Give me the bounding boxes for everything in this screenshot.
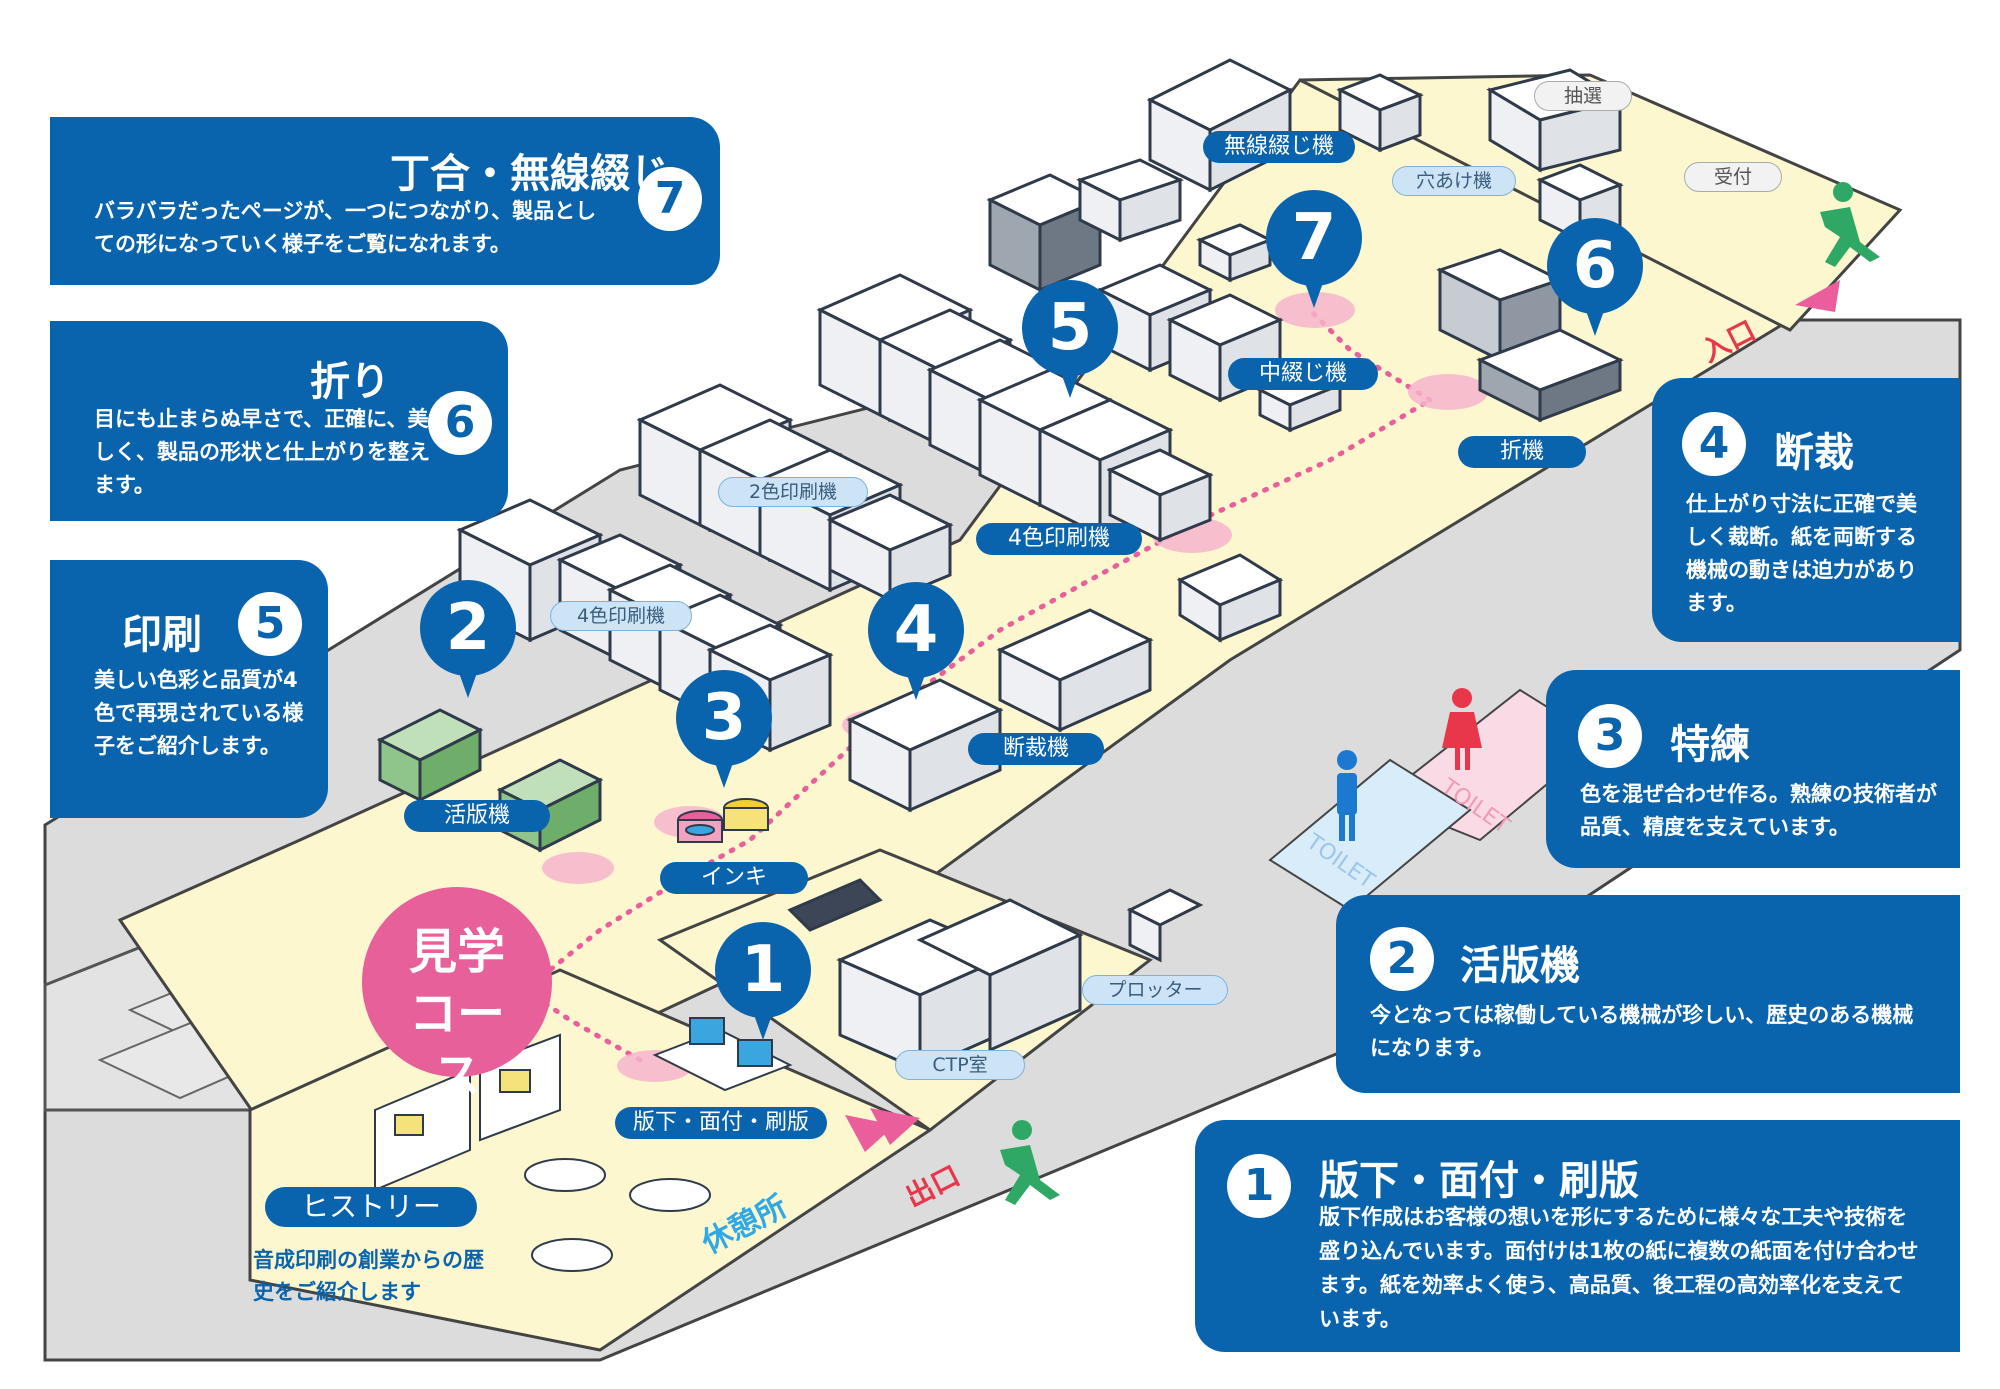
label-binding-machine: 無線綴じ機 [1203,131,1355,163]
label-lottery: 抽選 [1534,81,1632,111]
info-number: 6 [428,391,492,455]
info-title: 版下・面付・刷版 [1319,1158,1639,1204]
label-letterpress: 活版機 [404,800,550,832]
info-title: 活版機 [1460,943,1580,989]
info-title: 断裁 [1774,430,1854,476]
info-box-cutting: 4 断裁 仕上がり寸法に正確で美しく裁断。紙を両断する機械の動きは迫力があります… [1652,378,1960,642]
folding-machine [1436,248,1624,423]
tour-course-badge: 見学コース [362,887,552,1104]
info-text: 目にも止まらぬ早さで、正確に、美しく、製品の形状と仕上がりを整えます。 [94,407,430,497]
info-title: 丁合・無線綴じ [390,151,670,197]
info-number: 2 [1370,927,1434,991]
info-box-folding: 折り 目にも止まらぬ早さで、正確に、美しく、製品の形状と仕上がりを整えます。 6 [50,321,508,521]
entrance-arrow [1795,280,1840,312]
history-description: 音成印刷の創業からの歴史をご紹介します [253,1248,484,1304]
label-2color-press: 2色印刷機 [718,477,868,507]
info-number: 1 [1227,1154,1291,1218]
label-plotter: プロッター [1082,975,1228,1005]
label-4color-press-center: 4色印刷機 [976,523,1142,555]
info-title: 特練 [1670,722,1750,768]
prepress-desk [652,1017,793,1092]
info-text: バラバラだったページが、一つにつながり、製品としての形になっていく様子をご覧にな… [94,199,597,256]
info-title: 折り [310,359,390,405]
info-number: 5 [238,592,302,656]
info-box-ink: 3 特練 色を混ぜ合わせ作る。熟練の技術者が品質、精度を支えています。 [1546,670,1960,868]
info-box-prepress: 1 版下・面付・刷版 版下作成はお客様の想いを形にするために様々な工夫や技術を盛… [1195,1120,1960,1352]
press-4color-center [816,273,1214,543]
man-icon [1337,750,1357,770]
info-text: 美しい色彩と品質が4色で再現されている様子をご紹介します。 [94,668,304,758]
info-box-letterpress: 2 活版機 今となっては稼働している機械が珍しい、歴史のある機械になります。 [1336,895,1960,1093]
label-ctp-room: CTP室 [895,1050,1025,1080]
info-title: 印刷 [122,612,202,658]
map-pin-2[interactable]: 2 [420,580,516,698]
map-pin-3[interactable]: 3 [676,670,772,788]
label-punch: 穴あけ機 [1392,166,1516,196]
label-ink: インキ [660,862,808,894]
ink-buckets [677,798,769,843]
map-pin-7[interactable]: 7 [1266,190,1362,308]
map-pin-6[interactable]: 6 [1547,218,1643,336]
woman-icon [1452,688,1472,708]
map-pin-1[interactable]: 1 [715,922,811,1040]
info-text: 色を混ぜ合わせ作る。熟練の技術者が品質、精度を支えています。 [1580,782,1937,839]
course-label: 見学コース [408,924,505,1104]
label-prepress: 版下・面付・刷版 [615,1107,827,1139]
info-number: 7 [638,167,702,231]
machines [456,58,1624,1073]
exit-runner-icon [1000,1120,1060,1205]
info-number: 4 [1682,412,1746,476]
label-saddle-stitch: 中綴じ機 [1228,358,1378,390]
info-text: 今となっては稼働している機械が珍しい、歴史のある機械になります。 [1370,1003,1914,1060]
info-text: 版下作成はお客様の想いを形にするために様々な工夫や技術を盛り込んでいます。面付け… [1319,1205,1919,1331]
info-number: 3 [1578,704,1642,768]
rest-tables [524,1158,711,1272]
ctp-equipment [787,878,1204,1073]
info-box-printing: 印刷 美しい色彩と品質が4色で再現されている様子をご紹介します。 5 [50,560,328,818]
label-4color-press-left: 4色印刷機 [550,601,692,631]
info-box-binding: 丁合・無線綴じ バラバラだったページが、一つにつながり、製品としての形になってい… [50,117,720,285]
cutting-machines [846,553,1284,813]
label-history: ヒストリー [265,1187,477,1227]
exit-arrow-2 [870,1108,920,1145]
map-pin-5[interactable]: 5 [1022,280,1118,398]
map-pin-4[interactable]: 4 [868,582,964,700]
entrance-runner-icon [1820,182,1880,267]
info-text: 仕上がり寸法に正確で美しく裁断。紙を両断する機械の動きは迫力があります。 [1686,492,1917,615]
label-reception: 受付 [1684,162,1782,192]
label-cutting-machine: 断裁機 [968,733,1104,765]
label-folding: 折機 [1458,436,1586,468]
history-panels [374,1033,561,1192]
